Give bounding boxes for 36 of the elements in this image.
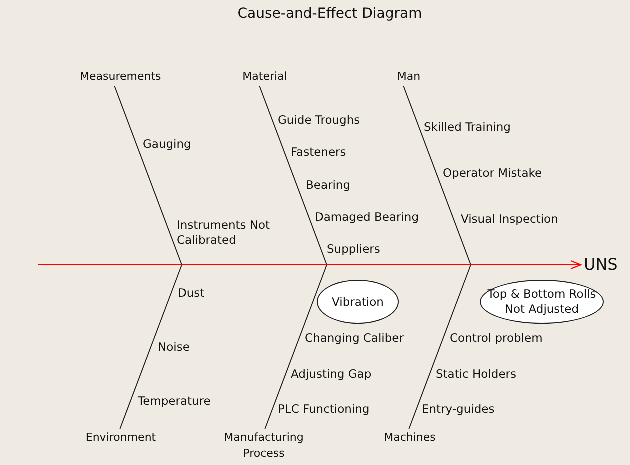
bone-line bbox=[259, 86, 328, 266]
cause-label: Skilled Training bbox=[424, 120, 511, 135]
cause-label: Noise bbox=[158, 340, 190, 355]
cause-label: Instruments Not Calibrated bbox=[177, 218, 272, 248]
category-label: Machines bbox=[383, 430, 437, 446]
spine-arrow bbox=[38, 260, 582, 270]
cause-label: Bearing bbox=[306, 178, 351, 193]
cause-label: Operator Mistake bbox=[443, 166, 542, 181]
bone-line bbox=[114, 86, 182, 266]
cause-ellipse: Top & Bottom Rolls Not Adjusted bbox=[480, 280, 604, 324]
cause-label: Adjusting Gap bbox=[291, 367, 372, 382]
bone-line bbox=[264, 264, 328, 430]
category-label: Measurements bbox=[80, 69, 160, 85]
cause-label: Control problem bbox=[450, 331, 543, 346]
cause-label: Gauging bbox=[143, 137, 192, 152]
cause-label: Suppliers bbox=[327, 242, 380, 257]
cause-label: Entry-guides bbox=[422, 402, 495, 417]
cause-label: Temperature bbox=[138, 394, 211, 409]
category-label: Material bbox=[242, 69, 288, 85]
cause-label: Visual Inspection bbox=[461, 212, 558, 227]
cause-label: PLC Functioning bbox=[278, 402, 370, 417]
cause-label: Static Holders bbox=[436, 367, 517, 382]
category-label: Environment bbox=[84, 430, 158, 446]
cause-label: Fasteners bbox=[291, 145, 346, 160]
diagram-title: Cause-and-Effect Diagram bbox=[238, 6, 422, 22]
bone-line bbox=[403, 86, 472, 266]
bone-line bbox=[408, 264, 472, 430]
cause-ellipse: Vibration bbox=[317, 280, 399, 324]
effect-label: UNS bbox=[584, 255, 626, 275]
bone-line bbox=[120, 264, 182, 430]
category-label: Manufacturing Process bbox=[222, 430, 306, 462]
cause-label: Damaged Bearing bbox=[315, 210, 420, 225]
cause-label: Dust bbox=[178, 286, 205, 301]
cause-label: Changing Caliber bbox=[305, 331, 404, 346]
category-label: Man bbox=[396, 69, 422, 85]
cause-label: Guide Troughs bbox=[278, 113, 360, 128]
